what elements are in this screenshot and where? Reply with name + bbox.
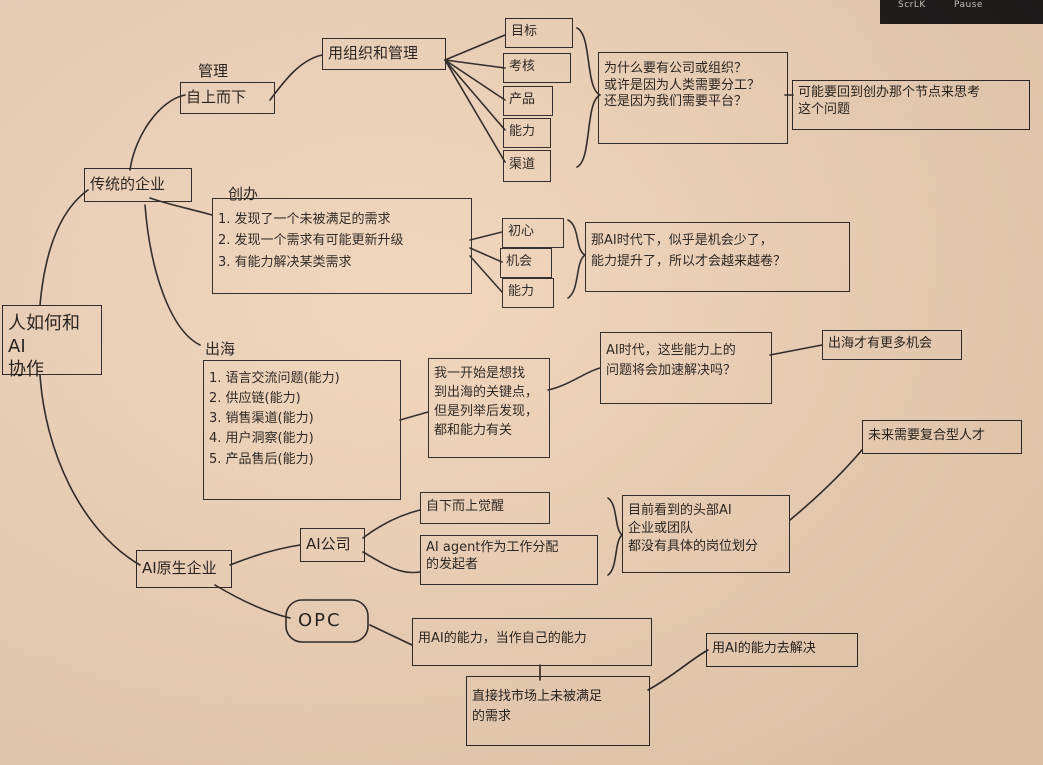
ai-team-observation: 目前看到的头部AI 企业或团队 都没有具体的岗位划分 [622, 495, 790, 573]
ai-era-opportunity-question: 那AI时代下，似乎是机会少了， 能力提升了，所以才会越来越卷？ [585, 222, 850, 292]
root-node: 人如何和AI 协作 [2, 305, 102, 380]
top-down-node: 自上而下 [180, 82, 275, 114]
ai-agent-initiator: AI agent作为工作分配 的发起者 [420, 535, 598, 585]
opc-ai-capability: 用AI的能力，当作自己的能力 [412, 618, 652, 666]
overseas-reflection: 我一开始是想找 到出海的关键点， 但是列举后发现， 都和能力有关 [428, 358, 550, 458]
ai-era-capability-question: AI时代，这些能力上的 问题将会加速解决吗？ [600, 332, 772, 404]
opc-node: OPC [298, 610, 342, 631]
item-goal: 目标 [505, 18, 573, 48]
item-capability: 能力 [503, 118, 551, 148]
item-product: 产品 [503, 86, 553, 116]
overseas-heading: 出海 [205, 340, 236, 358]
factor-opportunity: 机会 [500, 248, 552, 278]
keyboard-edge: ScrLK Pause [880, 0, 1043, 24]
management-heading: 管理 [198, 62, 229, 80]
founding-reasons: 1. 发现了一个未被满足的需求 2. 发现一个需求有可能更新升级 3. 有能力解… [212, 198, 472, 294]
factor-capability: 能力 [502, 278, 554, 308]
bottom-up-awakening: 自下而上觉醒 [420, 492, 550, 524]
opc-unmet-needs: 直接找市场上未被满足 的需求 [466, 676, 650, 746]
keyboard-key-scrlk: ScrLK [898, 0, 926, 10]
item-assessment: 考核 [503, 53, 571, 83]
opc-solve-with-ai: 用AI的能力去解决 [706, 633, 858, 667]
overseas-opportunity-answer: 出海才有更多机会 [822, 330, 962, 360]
keyboard-key-pause: Pause [954, 0, 983, 10]
traditional-enterprise-node: 传统的企业 [84, 168, 192, 202]
factor-original-intent: 初心 [502, 218, 564, 248]
future-talent-need: 未来需要复合型人才 [862, 420, 1022, 454]
item-channel: 渠道 [503, 150, 551, 182]
org-management-node: 用组织和管理 [322, 38, 446, 70]
ai-native-enterprise-node: AI原生企业 [136, 550, 232, 588]
ai-company-node: AI公司 [300, 528, 365, 562]
overseas-capability-list: 1. 语言交流问题(能力) 2. 供应链(能力) 3. 销售渠道(能力) 4. … [203, 360, 401, 500]
founding-node-conclusion: 可能要回到创办那个节点来思考 这个问题 [792, 80, 1030, 130]
why-organization-question: 为什么要有公司或组织？ 或许是因为人类需要分工？ 还是因为我们需要平台？ [598, 52, 788, 144]
